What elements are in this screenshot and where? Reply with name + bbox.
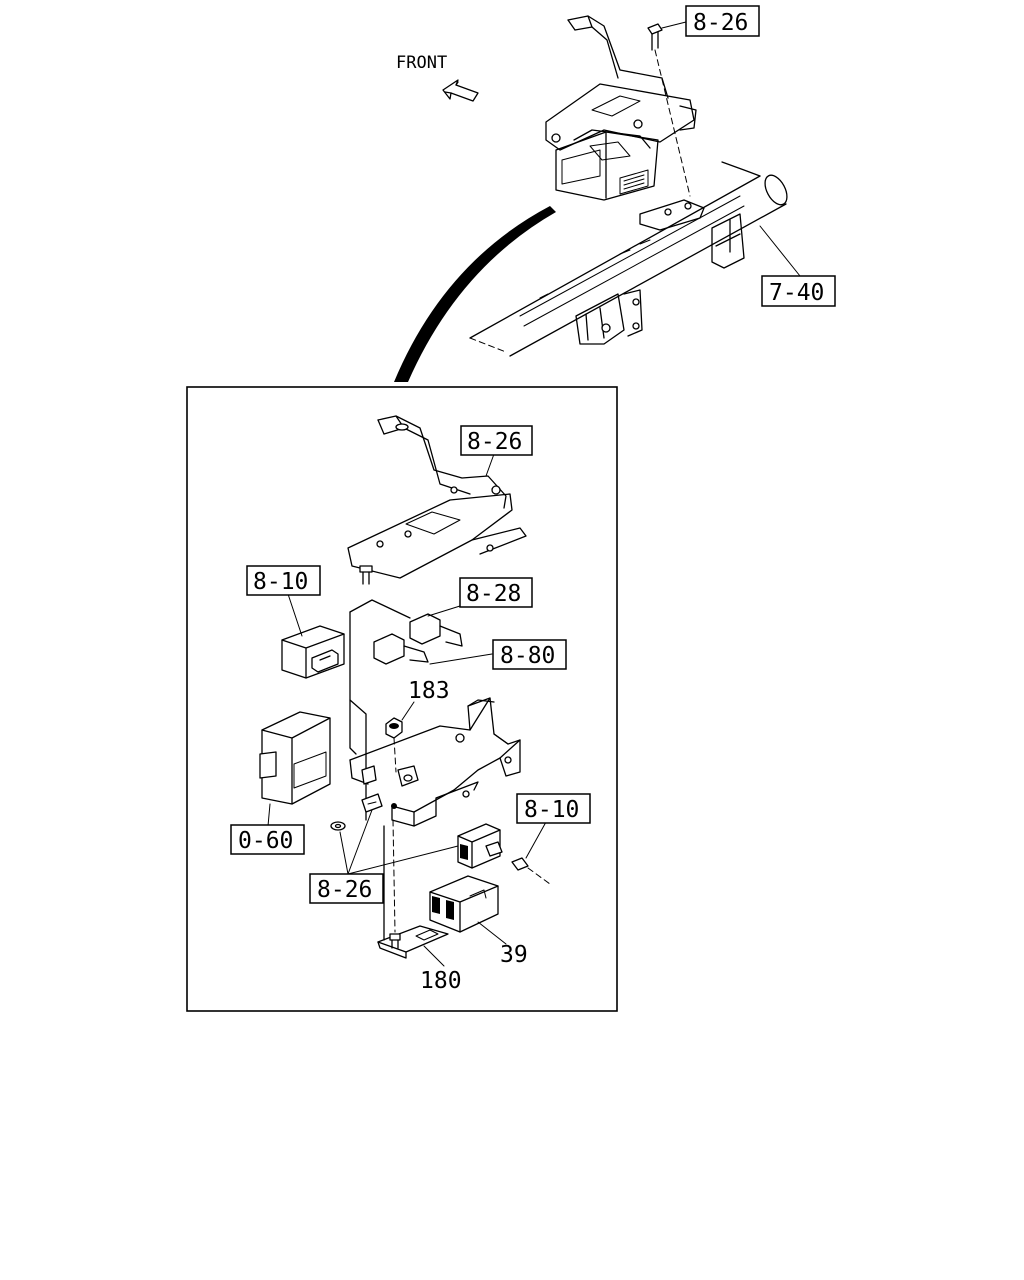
callout-connector-a: 8-28 [466, 581, 521, 607]
callout-small-bracket: 180 [420, 968, 462, 994]
detail-assembly: 8-26 8-28 8-80 8-10 183 [230, 415, 591, 994]
front-direction-label: FRONT [396, 53, 447, 73]
overview-assembly: 8-26 7-40 [394, 5, 836, 382]
callout-nut: 183 [408, 678, 450, 704]
callout-crossmember: 7-40 [769, 280, 824, 306]
callout-connector-b: 8-80 [500, 643, 555, 669]
callout-control-unit: 0-60 [238, 828, 293, 854]
callout-relay-upper: 8-10 [253, 569, 308, 595]
callout-connector-c: 8-10 [524, 797, 579, 823]
detail-frame [186, 386, 618, 1012]
arrow-front-icon [442, 79, 479, 102]
callout-relay-cover: 39 [500, 942, 528, 968]
callout-lower-fasteners: 8-26 [317, 877, 372, 903]
callout-overview-bolt: 8-26 [693, 10, 748, 36]
callout-upper-bracket: 8-26 [467, 429, 522, 455]
